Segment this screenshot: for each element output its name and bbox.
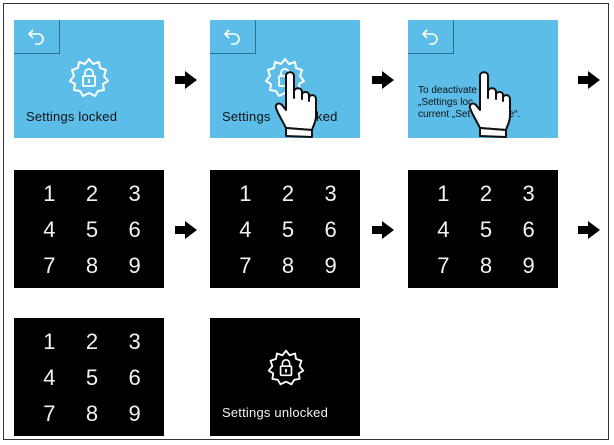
keypad-key[interactable]: 2 bbox=[85, 329, 99, 354]
keypad-key[interactable]: 3 bbox=[128, 329, 141, 354]
back-arrow-icon bbox=[27, 29, 44, 45]
back-button[interactable] bbox=[210, 20, 256, 54]
back-button[interactable] bbox=[408, 20, 454, 54]
right-arrow-icon bbox=[578, 221, 600, 239]
keypad-key[interactable]: 9 bbox=[128, 253, 141, 278]
message-line-1: To deactivate bbox=[418, 85, 477, 96]
right-arrow-icon bbox=[175, 221, 197, 239]
pointing-hand-icon bbox=[274, 71, 317, 138]
gear-lock-icon bbox=[69, 58, 109, 97]
keypad: 1 2 3 4 5 6 7 8 9 bbox=[28, 324, 156, 432]
keypad-key[interactable]: 7 bbox=[437, 253, 450, 278]
keypad-key[interactable]: 6 bbox=[128, 217, 141, 242]
keypad-key[interactable]: 5 bbox=[85, 217, 99, 242]
keypad-screen-1: 1 2 3 4 5 6 7 8 9 bbox=[14, 170, 164, 288]
keypad-key[interactable]: 7 bbox=[239, 253, 252, 278]
settings-locked-label: Settings locked bbox=[26, 109, 118, 124]
back-button[interactable] bbox=[14, 20, 60, 54]
keypad-key[interactable]: 9 bbox=[128, 401, 141, 426]
keypad-key[interactable]: 8 bbox=[281, 253, 295, 278]
keypad: 1 2 3 4 5 6 7 8 9 bbox=[422, 176, 550, 284]
screen-settings-locked: Settings locked bbox=[14, 20, 164, 138]
keypad-screen-2: 1 2 3 4 5 6 7 8 9 bbox=[210, 170, 360, 288]
keypad-key[interactable]: 9 bbox=[522, 253, 535, 278]
keypad-key[interactable]: 1 bbox=[43, 181, 56, 206]
back-arrow-icon bbox=[223, 29, 240, 45]
screen-tap-locked: Settings ked bbox=[210, 20, 360, 138]
settings-unlocked-label: Settings unlocked bbox=[222, 405, 329, 420]
keypad-key[interactable]: 4 bbox=[239, 217, 252, 242]
keypad-key[interactable]: 1 bbox=[239, 181, 252, 206]
keypad: 1 2 3 4 5 6 7 8 9 bbox=[224, 176, 352, 284]
keypad-key[interactable]: 3 bbox=[522, 181, 535, 206]
keypad: 1 2 3 4 5 6 7 8 9 bbox=[28, 176, 156, 284]
keypad-key[interactable]: 7 bbox=[43, 253, 56, 278]
keypad-key[interactable]: 9 bbox=[324, 253, 337, 278]
keypad-key[interactable]: 2 bbox=[281, 181, 295, 206]
keypad-key[interactable]: 1 bbox=[437, 181, 450, 206]
keypad-key[interactable]: 8 bbox=[479, 253, 493, 278]
keypad-key[interactable]: 1 bbox=[43, 329, 56, 354]
keypad-key[interactable]: 2 bbox=[85, 181, 99, 206]
screen-deactivate-message: To deactivate „Settings loc enter curren… bbox=[408, 20, 558, 138]
keypad-key[interactable]: 3 bbox=[324, 181, 337, 206]
settings-label-partial-end: ked bbox=[316, 109, 338, 124]
gear-lock-icon bbox=[267, 349, 305, 386]
instruction-frame bbox=[3, 3, 609, 440]
back-arrow-icon bbox=[421, 29, 438, 45]
keypad-key[interactable]: 8 bbox=[85, 401, 99, 426]
keypad-key[interactable]: 4 bbox=[437, 217, 450, 242]
keypad-key[interactable]: 2 bbox=[479, 181, 493, 206]
right-arrow-icon bbox=[578, 71, 600, 89]
right-arrow-icon bbox=[372, 71, 394, 89]
keypad-key[interactable]: 7 bbox=[43, 401, 56, 426]
pointing-hand-icon bbox=[468, 71, 511, 138]
keypad-key[interactable]: 4 bbox=[43, 217, 56, 242]
keypad-key[interactable]: 5 bbox=[281, 217, 295, 242]
keypad-key[interactable]: 8 bbox=[85, 253, 99, 278]
keypad-key[interactable]: 5 bbox=[85, 365, 99, 390]
keypad-key[interactable]: 6 bbox=[324, 217, 337, 242]
keypad-screen-4: 1 2 3 4 5 6 7 8 9 bbox=[14, 318, 164, 436]
settings-label-partial: Settings bbox=[222, 109, 271, 124]
keypad-key[interactable]: 5 bbox=[479, 217, 493, 242]
keypad-screen-3: 1 2 3 4 5 6 7 8 9 bbox=[408, 170, 558, 288]
keypad-key[interactable]: 6 bbox=[522, 217, 535, 242]
keypad-key[interactable]: 3 bbox=[128, 181, 141, 206]
keypad-key[interactable]: 6 bbox=[128, 365, 141, 390]
screen-settings-unlocked: Settings unlocked bbox=[210, 318, 360, 436]
right-arrow-icon bbox=[175, 71, 197, 89]
right-arrow-icon bbox=[372, 221, 394, 239]
keypad-key[interactable]: 4 bbox=[43, 365, 56, 390]
